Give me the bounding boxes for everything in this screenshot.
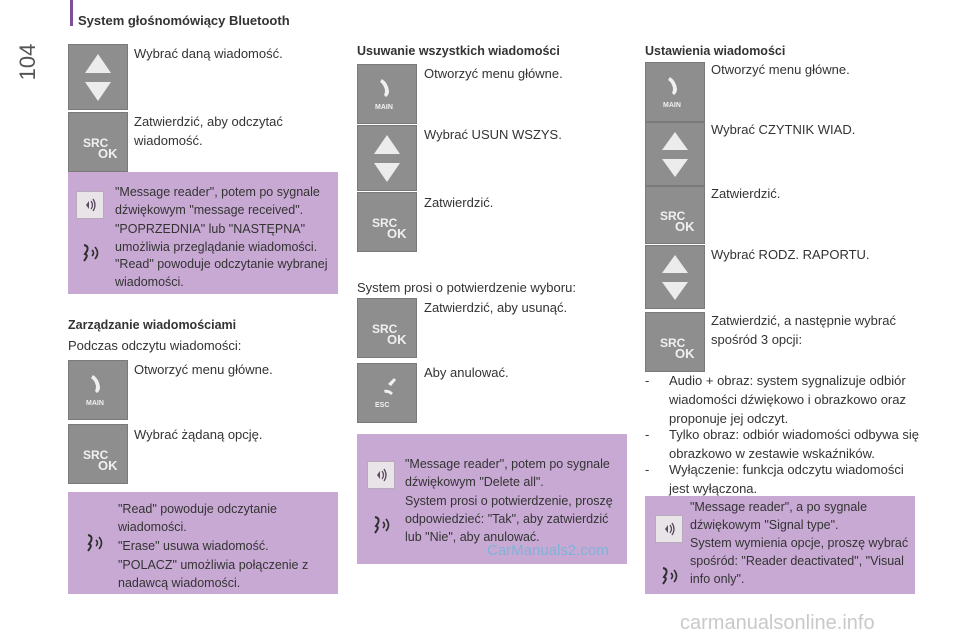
up-down-button[interactable] [645,245,705,309]
list-bullet: - [645,462,650,477]
step-text: Otworzyć menu główne. [711,62,850,77]
info-line: "Read" powoduje odczytanie wybranej wiad… [115,257,328,289]
svg-text:OK: OK [675,219,695,234]
src-ok-button[interactable]: SRC OK [645,186,705,244]
voice-info-box [357,434,627,564]
step-text: Otworzyć menu główne. [424,66,563,81]
section-title: Zarządzanie wiadomościami [68,318,237,332]
svg-text:SRC: SRC [372,322,398,336]
step-text: Wybrać USUN WSZYS. [424,127,562,142]
section-title: Ustawienia wiadomości [645,44,786,58]
up-down-button[interactable] [68,44,128,110]
voice-command-icon [367,461,395,489]
step-text: Zatwierdzić, aby odczytać wiadomość. [134,114,283,148]
src-ok-icon: SRC OK [660,336,695,361]
voice-info-box [68,492,338,594]
info-line: "POPRZEDNIA" lub "NASTĘPNA" umożliwia pr… [115,222,318,254]
step-text: Zatwierdzić. [424,195,494,210]
phone-main-icon: MAIN [375,79,393,111]
phone-main-icon: MAIN [86,375,104,407]
voice-command-icon [655,515,683,543]
src-ok-button[interactable]: SRC OK [357,192,417,252]
info-line: "POLACZ" umożliwia połączenie z nadawcą … [118,558,309,590]
info-line: System prosi o potwierdzenie, proszę odp… [405,494,613,544]
svg-text:MAIN: MAIN [663,102,681,109]
info-line: "Message reader", potem po sygnale dźwię… [405,457,610,489]
step-text: Wybrać daną wiadomość. [134,46,283,61]
main-menu-button[interactable]: MAIN [357,64,417,124]
svg-text:SRC: SRC [660,209,686,223]
step-text: Zatwierdzić. [711,186,781,201]
voice-info-box [68,172,338,294]
list-bullet: - [645,373,650,388]
step-text: Wybrać CZYTNIK WIAD. [711,122,856,137]
voice-speak-icon [659,563,681,589]
up-down-button[interactable] [645,122,705,186]
voice-command-icon [76,191,104,219]
info-line: "Message reader", potem po sygnale dźwię… [115,185,320,217]
src-ok-button[interactable]: SRC OK [357,298,417,358]
src-ok-icon: SRC OK [83,448,118,473]
watermark: CarManuals2.com [487,542,609,559]
step-text: Zatwierdzić, aby usunąć. [424,300,568,315]
info-line: "Message reader", a po sygnale dźwiękowy… [690,500,868,532]
svg-text:OK: OK [387,332,407,347]
option-item: Tylko obraz: odbiór wiadomości odbywa si… [669,427,920,461]
step-text: Wybrać RODZ. RAPORTU. [711,247,870,262]
src-ok-icon: SRC OK [83,136,118,161]
svg-text:OK: OK [98,458,118,473]
voice-speak-icon [80,240,102,266]
voice-speak-icon [371,512,393,538]
src-ok-icon: SRC OK [372,216,407,241]
list-bullet: - [645,427,650,442]
svg-text:SRC: SRC [83,136,109,150]
esc-hangup-icon: ESC [375,378,396,409]
step-text: Otworzyć menu główne. [134,362,273,377]
phone-main-icon: MAIN [663,77,681,109]
step-text: Aby anulować. [424,365,509,380]
svg-text:ESC: ESC [375,402,389,409]
step-text: Zatwierdzić, a następnie wybrać spośród … [711,313,896,347]
main-menu-button[interactable]: MAIN [68,360,128,420]
info-line: System wymienia opcje, proszę wybrać spo… [690,536,909,586]
section-title: Usuwanie wszystkich wiadomości [357,44,560,58]
confirm-prompt: System prosi o potwierdzenie wyboru: [357,280,576,295]
svg-text:SRC: SRC [83,448,109,462]
up-down-arrows-icon [374,135,400,182]
option-item: Audio + obraz: system sygnalizuje odbiór… [669,373,906,426]
header-accent-bar [70,0,73,26]
up-down-button[interactable] [357,125,417,191]
src-ok-icon: SRC OK [372,322,407,347]
svg-text:OK: OK [675,346,695,361]
src-ok-button[interactable]: SRC OK [645,312,705,372]
svg-text:SRC: SRC [372,216,398,230]
esc-button[interactable]: ESC [357,363,417,423]
step-text: Wybrać żądaną opcję. [134,427,263,442]
svg-text:OK: OK [98,146,118,161]
info-line: "Read" powoduje odczytanie wiadomości. [118,502,277,534]
up-down-arrows-icon [85,54,111,101]
up-down-arrows-icon [662,255,688,300]
footer-site: carmanualsonline.info [680,612,875,634]
svg-text:OK: OK [387,226,407,241]
src-ok-button[interactable]: SRC OK [68,112,128,172]
page-title: System głośnomówiący Bluetooth [78,13,290,28]
src-ok-button[interactable]: SRC OK [68,424,128,484]
voice-info-box [645,496,915,594]
main-menu-button[interactable]: MAIN [645,62,705,122]
svg-text:SRC: SRC [660,336,686,350]
section-intro: Podczas odczytu wiadomości: [68,338,242,353]
svg-text:MAIN: MAIN [375,104,393,111]
src-ok-icon: SRC OK [660,209,695,234]
svg-text:MAIN: MAIN [86,400,104,407]
page-number: 104 [15,43,40,81]
up-down-arrows-icon [662,132,688,177]
info-line: "Erase" usuwa wiadomość. [118,539,269,553]
option-item: Wyłączenie: funkcja odczytu wiadomości j… [669,462,904,496]
voice-speak-icon [84,530,106,556]
